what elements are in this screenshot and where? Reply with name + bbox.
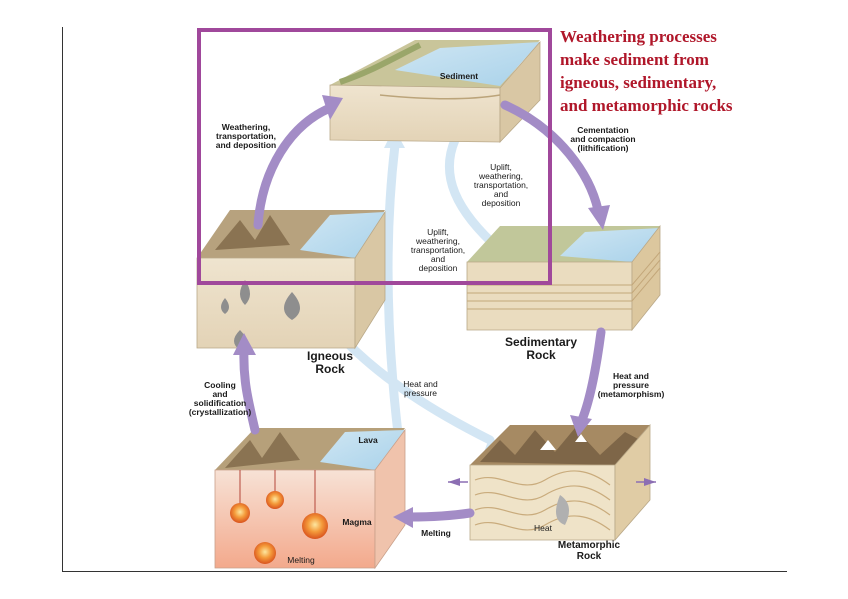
cycle-arrows: [239, 100, 606, 522]
sediment-label: Sediment: [439, 71, 479, 81]
highlight-box: [197, 28, 552, 285]
melting-label: Melting: [421, 528, 451, 538]
cycle-arrow-heads: [233, 95, 610, 528]
heat-inner-label: Heat: [534, 523, 552, 533]
uplift-arrow-inner: [444, 135, 505, 255]
weathering-label: Weathering,transportation,and deposition: [215, 122, 277, 150]
igneous-block: [196, 210, 386, 350]
sedimentary-block: [466, 224, 661, 332]
arrow-cooling: [239, 345, 260, 435]
lava-label: Lava: [358, 435, 378, 445]
heading-line-1: Weathering processes: [560, 27, 717, 46]
arrow-cementation: [500, 100, 603, 215]
arrow-metamorphism: [577, 327, 606, 425]
heading-line-4: and metamorphic rocks: [560, 96, 733, 115]
heading: Weathering processes make sediment from …: [560, 25, 790, 117]
magma-label: Magma: [342, 517, 372, 527]
heading-line-3: igneous, sedimentary,: [560, 73, 717, 92]
melting-inner-label: Melting: [287, 555, 315, 565]
arrow-weathering: [253, 103, 335, 230]
arrow-melting: [405, 508, 475, 522]
metamorphic-block: [469, 423, 651, 542]
sediment-block: [329, 40, 541, 143]
heading-line-2: make sediment from: [560, 50, 709, 69]
magma-block: [214, 428, 406, 570]
